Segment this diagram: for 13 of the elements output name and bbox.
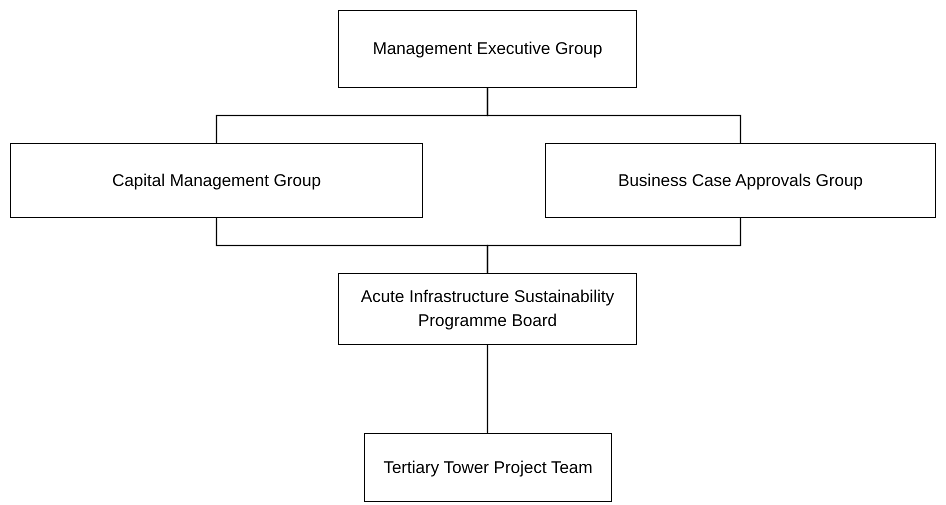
connector-line bbox=[486, 345, 488, 433]
org-box bbox=[364, 433, 612, 502]
box-label: Capital Management Group bbox=[112, 170, 321, 192]
org-box bbox=[338, 273, 637, 345]
box-label: Management Executive Group bbox=[372, 38, 602, 60]
box-label: Tertiary Tower Project Team bbox=[383, 456, 593, 479]
box-label: Business Case Approvals Group bbox=[618, 170, 863, 192]
connector-line bbox=[486, 218, 742, 273]
connector-line bbox=[486, 88, 742, 143]
org-box bbox=[545, 143, 936, 218]
org-box bbox=[338, 10, 637, 88]
box-label: Acute Infrastructure Sustainability Programme Board bbox=[360, 286, 616, 332]
org-box bbox=[10, 143, 423, 218]
